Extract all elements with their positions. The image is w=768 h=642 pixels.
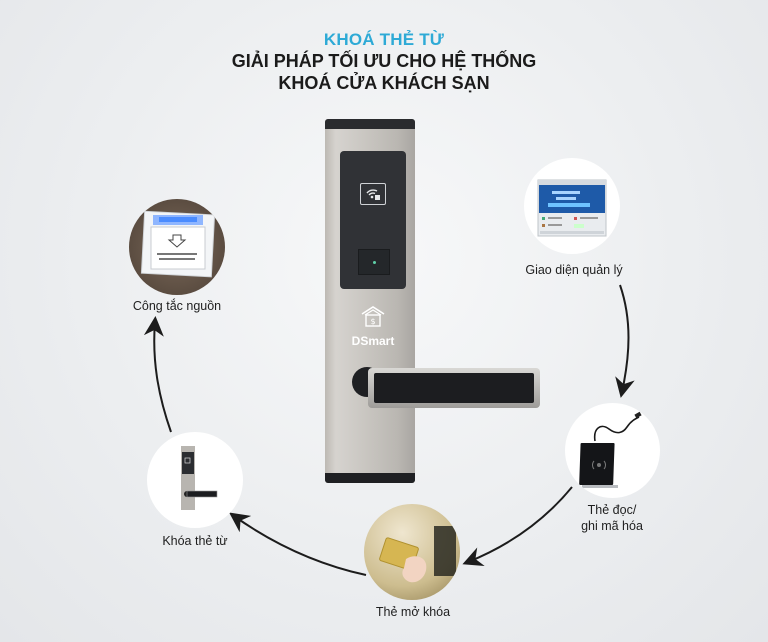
key-sensor — [358, 249, 390, 275]
smart-home-icon: $ — [361, 306, 385, 327]
title-line-1: GIẢI PHÁP TỐI ƯU CHO HỆ THỐNG — [231, 51, 537, 71]
title-block: KHOÁ THẺ TỪ GIẢI PHÁP TỐI ƯU CHO HỆ THỐN… — [0, 30, 768, 94]
lever-handle-inlay — [374, 373, 534, 403]
reader-panel — [340, 151, 406, 289]
node-label-line-1: Thẻ đọc/ — [587, 503, 637, 517]
node-label: Thẻ đọc/ ghi mã hóa — [560, 502, 664, 534]
indicator-led — [373, 261, 376, 264]
power-switch-icon — [129, 199, 225, 295]
card-lock-icon — [147, 432, 243, 528]
svg-text:$: $ — [370, 317, 375, 326]
node-label: Giao diện quản lý — [525, 263, 623, 277]
accent-title: KHOÁ THẺ TỪ — [323, 30, 445, 49]
node-label: Thẻ mở khóa — [375, 605, 451, 619]
lock-plate-bottom — [325, 473, 415, 483]
title-line-2: KHOÁ CỬA KHÁCH SẠN — [278, 73, 490, 93]
node-label-line-2: ghi mã hóa — [581, 519, 643, 533]
rfid-icon — [360, 183, 386, 205]
lever-handle — [368, 368, 540, 408]
key-card-icon — [364, 504, 460, 600]
node-label: Công tắc nguồn — [132, 299, 222, 313]
card-encoder-icon — [565, 403, 660, 498]
node-label: Khóa thẻ từ — [162, 534, 228, 548]
management-software-icon — [524, 158, 620, 254]
brand-name: DSmart — [351, 334, 395, 348]
lock-plate-top — [325, 119, 415, 129]
door-lock-product: $ DSmart — [325, 119, 415, 483]
brand-logo: $ DSmart — [343, 305, 403, 348]
